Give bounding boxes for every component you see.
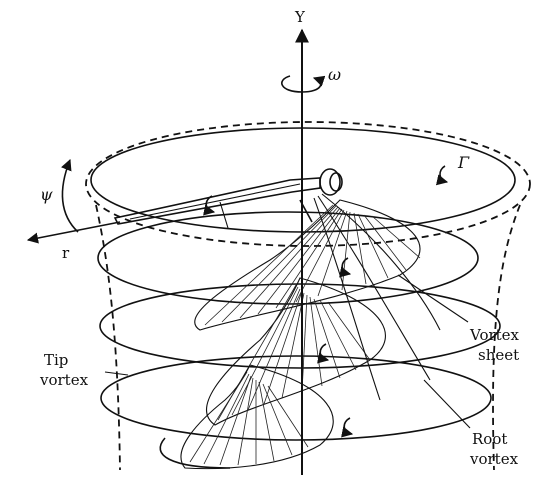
wake-boundary [85,121,531,471]
helix-tail [159,437,231,469]
r-label: r [62,244,70,262]
psi-arrow [61,158,79,233]
rotation-arrows [203,165,449,438]
right-wake-boundary [492,204,521,471]
rotor-blade [113,168,343,229]
gamma-label: Γ [457,153,470,172]
helix-turn-4 [100,355,492,441]
r-arrow [26,221,121,244]
vortex-sheet-label-1: Vortex [469,326,520,344]
callout-lines [104,274,471,429]
vortex-sheet-middle [206,277,386,426]
blade-outline [113,177,321,225]
left-wake-boundary [95,204,121,471]
root-vortex-label-2: vortex [469,450,519,468]
sheet-lobe-3 [180,364,334,470]
rotor-hub [319,168,341,196]
psi-label: ψ [40,185,53,204]
root-vortex-lines [313,193,441,401]
vortex-sheet-upper [194,199,421,331]
helix-turn-2 [97,211,479,305]
top-dashed-ellipse [85,121,531,247]
omega-label: ω [328,65,341,84]
omega-arrow [281,75,326,93]
root-vortex-label-1: Root [472,430,507,448]
vortex-sheet-label-2: sheet [478,346,519,364]
sheet-lobe-1 [194,199,421,331]
vortex-sheet-lower [180,364,334,470]
helix-turn-3 [99,283,501,369]
axis-y-label: Y [294,8,306,26]
tip-vortex-label-2: vortex [39,371,89,389]
tip-vortex-label-1: Tip [44,351,68,369]
sheet-lobe-2 [206,277,386,426]
